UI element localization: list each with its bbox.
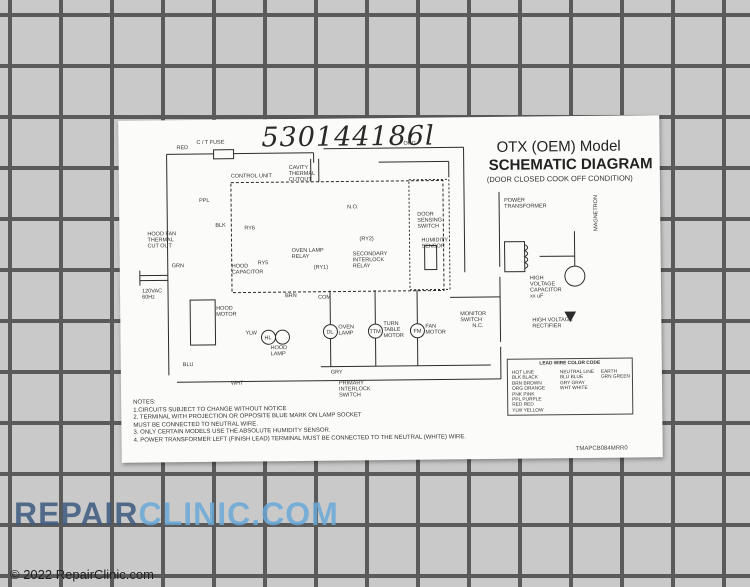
control-unit-box: [230, 179, 445, 294]
monitor-switch-label-1: MONITOR: [460, 311, 486, 317]
lead-table-earth-row: GRN GREEN: [600, 374, 631, 381]
primary-interlock-label-2: INTERLOCK: [339, 386, 371, 392]
nc-label: N.C.: [472, 323, 484, 329]
wire-label-ylw: YLW: [245, 330, 257, 336]
hood-capacitor-label-2: CAPACITOR: [232, 269, 264, 275]
monitor-switch-label-2: SWITCH: [460, 317, 482, 323]
com-label: COM: [318, 295, 331, 301]
supply-label-2: 60Hz: [142, 294, 155, 300]
hood-fan-cutout-label-1: HOOD FAN: [147, 231, 176, 237]
hood-lamp-label-2: LAMP: [271, 351, 286, 357]
fan-motor-label-1: FAN: [425, 324, 436, 330]
secondary-interlock-label-3: RELAY: [353, 263, 371, 269]
wire-label-brn: BRN: [285, 293, 297, 299]
hv-capacitor-label-2: VOLTAGE: [530, 281, 556, 287]
lead-table-header: LEAD WIRE COLOR CODE: [539, 360, 601, 367]
hl-label: HL: [264, 335, 271, 341]
repairclinic-watermark: REPAIRCLINIC.COM: [14, 496, 339, 533]
no-label: N.O.: [347, 204, 359, 210]
ry6-label: RY6: [244, 225, 255, 231]
diagram-title-model: OTX (OEM) Model: [496, 137, 621, 156]
ry1-label: (RY1): [314, 265, 328, 271]
secondary-interlock-label-2: INTERLOCK: [353, 257, 385, 263]
lead-table-neutral-column: NEUTRAL LINE BLU BLUE GRY GRAY WHT WHITE: [560, 370, 594, 392]
diagram-subtitle: (DOOR CLOSED COOK OFF CONDITION): [486, 173, 633, 184]
oven-lamp-relay-label-1: OVEN LAMP: [292, 248, 324, 254]
ry2-label: (RY2): [359, 236, 373, 242]
cavity-cutout-label-3: CUTOUT: [289, 177, 313, 183]
oven-lamp-label-2: LAMP: [338, 330, 353, 336]
hood-capacitor-label-1: HOOD: [232, 263, 249, 269]
fm-label: FM: [413, 329, 421, 335]
door-sensing-label-1: DOOR: [417, 212, 434, 218]
secondary-interlock-label-1: SECONDARY: [353, 251, 388, 257]
lead-table-hot-row: ORG ORANGE: [512, 386, 546, 392]
ttm-label: TTM: [369, 329, 381, 335]
hv-rectifier-label-2: RECTIFIER: [532, 323, 561, 329]
humidity-sensor-label-1: HUMIDITY: [421, 237, 448, 243]
primary-interlock-label-1: PRIMARY: [339, 380, 364, 386]
wire-label-gry: GRY: [331, 370, 343, 376]
copyright-notice: © 2022 RepairClinic.com: [10, 567, 154, 582]
door-sensing-label-2: SENSING: [417, 217, 442, 223]
hv-capacitor-label-3: CAPACITOR: [530, 287, 562, 293]
watermark-part-clinic: CLINIC.COM: [138, 496, 339, 532]
ct-fuse: [213, 149, 235, 160]
primary-interlock-label-3: SWITCH: [339, 392, 361, 398]
hv-capacitor-label-4: xx uF: [530, 293, 544, 299]
handwritten-part-number: 530144186l: [261, 120, 435, 154]
oven-lamp-relay-label-2: RELAY: [292, 254, 310, 260]
document-code: TMAPCB084MRR0: [575, 445, 628, 453]
turntable-motor-label-3: MOTOR: [383, 333, 403, 339]
lead-table-neutral-row: WHT WHITE: [560, 386, 588, 392]
wire-label-org: ORG: [403, 141, 416, 147]
wire-label-wht: WHT: [231, 381, 244, 387]
diagram-title: SCHEMATIC DIAGRAM: [488, 155, 653, 174]
hood-motor-label-1: HOOD: [216, 306, 233, 312]
control-unit-label: CONTROL UNIT: [231, 173, 273, 179]
magnetron-label: MAGNETRON: [593, 195, 599, 231]
hood-lamp-label-1: HOOD: [271, 345, 288, 351]
hood-lamp-symbol-2: [274, 329, 290, 345]
wire-label-red: RED: [176, 145, 188, 151]
power-transformer-label-1: POWER: [504, 198, 525, 204]
supply-label-1: 120VAC: [142, 288, 162, 294]
hood-fan-cutout-label-2: THERMAL: [147, 237, 173, 243]
turntable-motor-label-1: TURN: [383, 321, 398, 327]
dl-label: DL: [326, 330, 333, 336]
schematic-sheet: C / T FUSE CONTROL UNIT CAVITY THERMAL C…: [118, 115, 663, 463]
hv-capacitor-label-1: HIGH: [530, 275, 544, 281]
fan-motor-label-2: MOTOR: [425, 329, 445, 335]
hood-motor-label-2: MOTOR: [216, 312, 236, 318]
cavity-cutout-label-2: THERMAL: [289, 171, 315, 177]
door-sensing-label-3: SWITCH: [417, 223, 439, 229]
humidity-sensor-label-2: SENSOR: [422, 243, 445, 249]
magnetron-symbol: [564, 265, 586, 287]
wire-label-blu: BLU: [183, 362, 194, 368]
ry5-label: RY5: [258, 260, 269, 266]
wire-label-grn: GRN: [172, 263, 184, 269]
ct-fuse-label: C / T FUSE: [196, 140, 224, 146]
hood-motor-box: [189, 299, 217, 346]
notes-block: NOTES: 1.CIRCUITS SUBJECT TO CHANGE WITH…: [133, 396, 533, 446]
cavity-cutout-label-1: CAVITY: [289, 165, 309, 171]
watermark-part-repair: REPAIR: [14, 496, 139, 532]
turntable-motor-label-2: TABLE: [383, 327, 400, 333]
wire-label-ppl: PPL: [199, 198, 209, 204]
power-transformer: [504, 241, 526, 273]
hood-fan-cutout-label-3: CUT OUT: [148, 243, 173, 249]
lead-table-earth-column: EARTH GRN GREEN: [600, 369, 631, 381]
hv-rectifier-label-1: HIGH VOLTAGE: [532, 317, 573, 323]
power-transformer-label-2: TRANSFORMER: [504, 203, 547, 209]
oven-lamp-label-1: OVEN: [338, 324, 354, 330]
wire-label-blk: BLK: [215, 223, 226, 229]
schematic-diagram: C / T FUSE CONTROL UNIT CAVITY THERMAL C…: [139, 140, 599, 399]
